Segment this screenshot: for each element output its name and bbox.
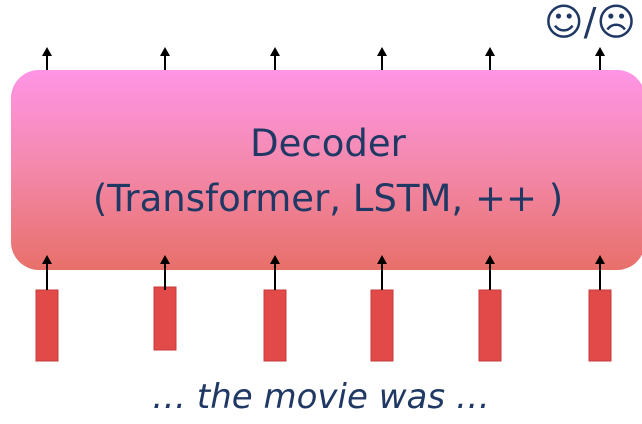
input-token-bar <box>153 286 177 351</box>
input-token-bar <box>370 289 394 362</box>
input-token-bar <box>478 289 502 362</box>
input-token-bar <box>263 289 287 362</box>
decoder-subtitle: (Transformer, LSTM, ++ ) <box>92 177 564 220</box>
input-arrow <box>160 255 170 290</box>
input-arrow <box>270 255 280 290</box>
input-arrow <box>595 255 605 290</box>
input-token-bar <box>588 289 612 362</box>
decoder-title: Decoder <box>250 122 406 165</box>
input-arrow <box>42 255 52 290</box>
output-sentiment-label: ☺/☹ <box>544 0 637 44</box>
input-arrow <box>377 255 387 290</box>
decoder-box <box>11 70 642 270</box>
input-arrow <box>485 255 495 290</box>
input-token-bar <box>35 289 59 362</box>
input-sentence: … the movie was … <box>152 377 490 417</box>
